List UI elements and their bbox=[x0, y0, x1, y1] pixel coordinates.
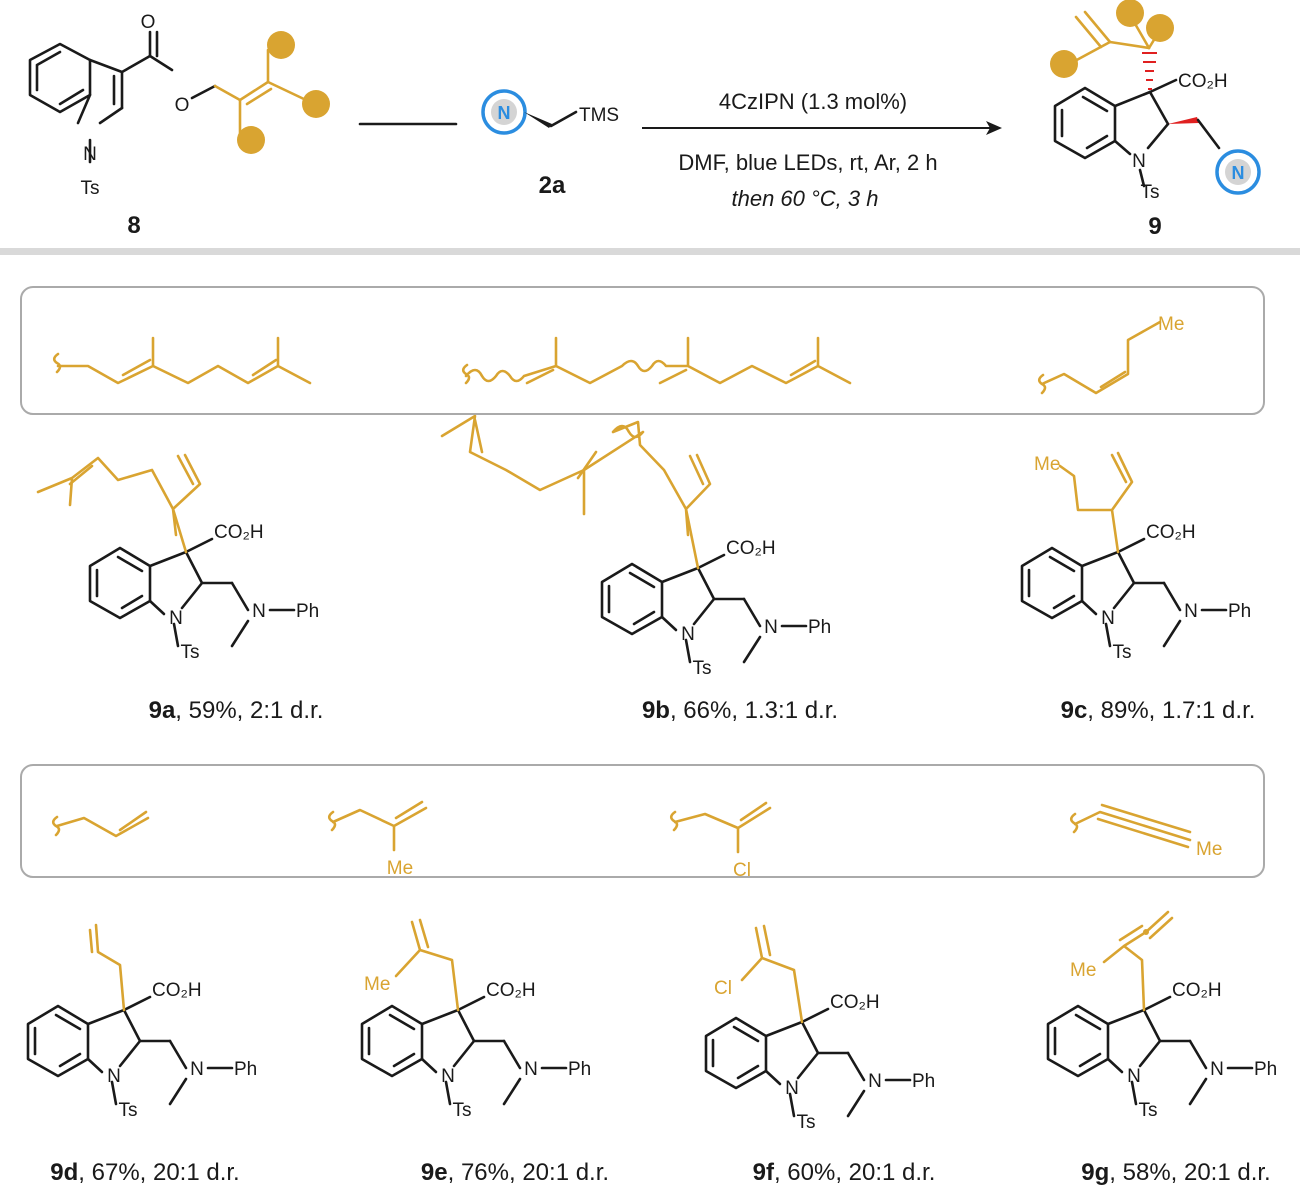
atom-ph: Ph bbox=[234, 1059, 257, 1080]
atom-co2h: CO₂H bbox=[214, 522, 264, 543]
atom-co2h: CO₂H bbox=[152, 980, 202, 1001]
compound-label-2a: 2a bbox=[539, 172, 566, 199]
atom-co2h: CO₂H bbox=[486, 980, 536, 1001]
product-9b: N Ts CO₂H N Ph bbox=[440, 414, 831, 679]
atom-ph: Ph bbox=[808, 617, 831, 638]
atom-ts: Ts bbox=[1139, 1100, 1158, 1121]
atom-ts: Ts bbox=[693, 658, 712, 679]
conditions-heating: then 60 °C, 3 h bbox=[731, 186, 878, 211]
atom-n-amine: N bbox=[1184, 601, 1198, 622]
yield-9g: 9g, 58%, 20:1 d.r. bbox=[1081, 1159, 1270, 1186]
reaction-arrow bbox=[642, 121, 1002, 135]
atom-ts: Ts bbox=[797, 1112, 816, 1133]
atom-n: N bbox=[1132, 151, 1146, 172]
substituent-methallyl: Me bbox=[327, 800, 428, 879]
atom-n: N bbox=[681, 624, 695, 645]
atom-n-amine: N bbox=[252, 601, 266, 622]
atom-co2h: CO₂H bbox=[726, 538, 776, 559]
substituent-box-2 bbox=[20, 764, 1265, 878]
atom-cl: Cl bbox=[733, 860, 751, 881]
product-9c: N Ts CO₂H N Ph Me bbox=[1020, 451, 1251, 663]
yield-9c: 9c, 89%, 1.7:1 d.r. bbox=[1061, 697, 1256, 724]
section-divider bbox=[0, 248, 1300, 255]
atom-co2h: CO₂H bbox=[1172, 980, 1222, 1001]
yield-9b: 9b, 66%, 1.3:1 d.r. bbox=[642, 697, 838, 724]
atom-n-amine: N bbox=[524, 1059, 538, 1080]
yield-9f: 9f, 60%, 20:1 d.r. bbox=[753, 1159, 936, 1186]
substituent-pentenyl: Me bbox=[1037, 314, 1184, 395]
atom-ts: Ts bbox=[1141, 182, 1160, 203]
product-9g: N Ts CO₂H N Ph Me bbox=[1046, 910, 1277, 1121]
product-9f: N Ts CO₂H N Ph Cl bbox=[704, 924, 935, 1133]
conditions-solvent: DMF, blue LEDs, rt, Ar, 2 h bbox=[678, 150, 937, 175]
product-9d: N Ts CO₂H N Ph bbox=[26, 923, 257, 1121]
atom-ph: Ph bbox=[296, 601, 319, 622]
atom-n: N bbox=[83, 144, 97, 165]
atom-co2h: CO₂H bbox=[1178, 71, 1228, 92]
atom-n-amine: N bbox=[1210, 1059, 1224, 1080]
atom-me: Me bbox=[387, 858, 413, 879]
atom-cl: Cl bbox=[714, 978, 732, 999]
atom-n: N bbox=[441, 1066, 455, 1087]
atom-ts: Ts bbox=[181, 642, 200, 663]
atom-o-ester: O bbox=[175, 95, 190, 116]
atom-co2h: CO₂H bbox=[1146, 522, 1196, 543]
reagent-2a: N TMS 2a bbox=[481, 89, 619, 199]
substituent-chloroallyl: Cl bbox=[669, 801, 772, 881]
substrate-8: O O N Ts 8 bbox=[28, 12, 330, 239]
product-9a: N Ts CO₂H N Ph bbox=[36, 453, 319, 663]
product-9: N CO₂H N Ts 9 bbox=[1050, 0, 1261, 240]
yield-9a: 9a, 59%, 2:1 d.r. bbox=[149, 697, 324, 724]
atom-n: N bbox=[1127, 1066, 1141, 1087]
atom-ph: Ph bbox=[912, 1071, 935, 1092]
substituent-farnesyl bbox=[461, 336, 852, 385]
yield-9e: 9e, 76%, 20:1 d.r. bbox=[421, 1159, 609, 1186]
atom-ph: Ph bbox=[1228, 601, 1251, 622]
product-9e: N Ts CO₂H N Ph Me bbox=[360, 918, 591, 1121]
compound-label-8: 8 bbox=[127, 212, 140, 239]
n-badge: N bbox=[498, 103, 511, 123]
atom-ph: Ph bbox=[1254, 1059, 1277, 1080]
atom-n: N bbox=[169, 608, 183, 629]
atom-me: Me bbox=[1070, 960, 1096, 981]
substituent-box-1 bbox=[20, 286, 1265, 415]
atom-ph: Ph bbox=[568, 1059, 591, 1080]
substituent-allyl bbox=[51, 810, 150, 838]
atom-ts: Ts bbox=[119, 1100, 138, 1121]
atom-ts: Ts bbox=[1113, 642, 1132, 663]
atom-me: Me bbox=[1196, 839, 1222, 860]
substituent-butynyl: Me bbox=[1069, 803, 1222, 860]
atom-me: Me bbox=[1158, 314, 1184, 335]
atom-n: N bbox=[107, 1066, 121, 1087]
atom-me: Me bbox=[364, 974, 390, 995]
conditions-catalyst: 4CzIPN (1.3 mol%) bbox=[719, 89, 907, 114]
atom-ts: Ts bbox=[81, 178, 100, 199]
n-badge-product: N bbox=[1232, 163, 1245, 183]
yield-9d: 9d, 67%, 20:1 d.r. bbox=[50, 1159, 239, 1186]
atom-n: N bbox=[1101, 608, 1115, 629]
atom-o-carbonyl: O bbox=[141, 12, 156, 33]
atom-n-amine: N bbox=[190, 1059, 204, 1080]
reagent-tms: TMS bbox=[579, 105, 619, 126]
atom-n-amine: N bbox=[868, 1071, 882, 1092]
compound-label-9: 9 bbox=[1148, 213, 1161, 240]
atom-co2h: CO₂H bbox=[830, 992, 880, 1013]
atom-ts: Ts bbox=[453, 1100, 472, 1121]
atom-n: N bbox=[785, 1078, 799, 1099]
atom-me: Me bbox=[1034, 454, 1060, 475]
atom-n-amine: N bbox=[764, 617, 778, 638]
substituent-geranyl bbox=[52, 336, 312, 385]
